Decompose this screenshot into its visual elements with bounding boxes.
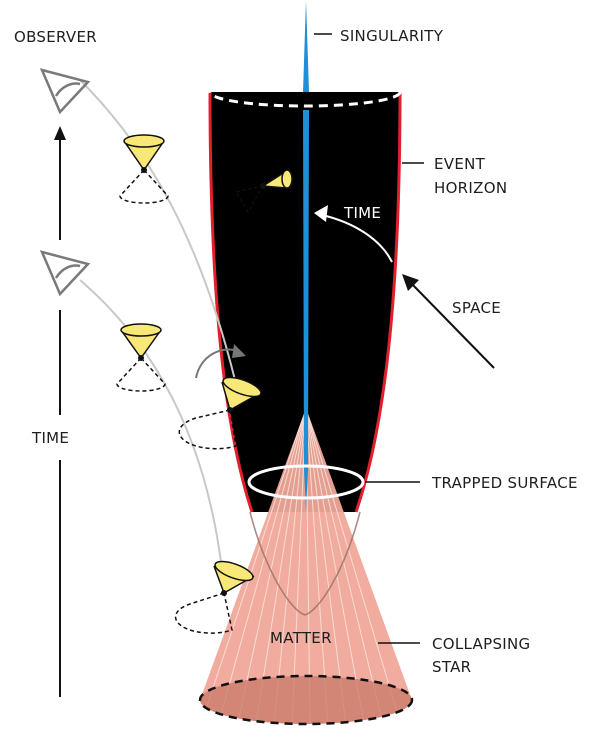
singularity-spike <box>303 0 309 92</box>
observer-label: OBSERVER <box>14 28 97 46</box>
star-stripes <box>204 408 399 724</box>
event-horizon-edge-left <box>208 91 254 513</box>
worldline-lower <box>79 279 223 571</box>
collapsing-star-label-line2: STAR <box>432 658 471 676</box>
curved-tilt-arrow <box>195 344 246 379</box>
worldlines <box>79 79 236 571</box>
trapped-surface-ring <box>247 464 365 500</box>
time-axis-arrow <box>54 126 66 697</box>
observer-eye-icon-upper <box>39 68 91 115</box>
time-axis-label: TIME <box>31 429 69 447</box>
singularity-label: SINGULARITY <box>340 27 444 45</box>
star-base-outline <box>198 674 414 726</box>
star-base <box>200 676 412 724</box>
light-cone-5 <box>174 560 255 634</box>
leader-lines <box>314 33 424 644</box>
light-cone-3-tilted <box>234 169 293 214</box>
light-cone-4 <box>178 376 263 450</box>
singularity-line <box>303 110 309 510</box>
event-horizon-edge-right <box>354 91 402 513</box>
interior-time-label: TIME <box>343 204 381 222</box>
star-body <box>200 408 412 724</box>
space-label: SPACE <box>452 299 501 317</box>
worldline-upper <box>79 79 236 381</box>
light-cone-1 <box>119 134 169 204</box>
singularity <box>303 0 309 510</box>
event-horizon-label-line2: HORIZON <box>434 179 507 197</box>
event-horizon-label-line1: EVENT <box>434 155 486 173</box>
space-arrow <box>402 274 495 369</box>
trapped-surface-label: TRAPPED SURFACE <box>431 474 578 492</box>
observer-eye-icon-lower <box>39 250 91 297</box>
inner-parabola <box>249 511 361 616</box>
matter-label: MATTER <box>270 629 332 647</box>
collapsing-star-cone <box>198 408 414 726</box>
inner-time-arrow <box>314 205 393 263</box>
collapsing-star-label-line1: COLLAPSING <box>432 635 530 653</box>
light-cone-2 <box>116 323 166 392</box>
